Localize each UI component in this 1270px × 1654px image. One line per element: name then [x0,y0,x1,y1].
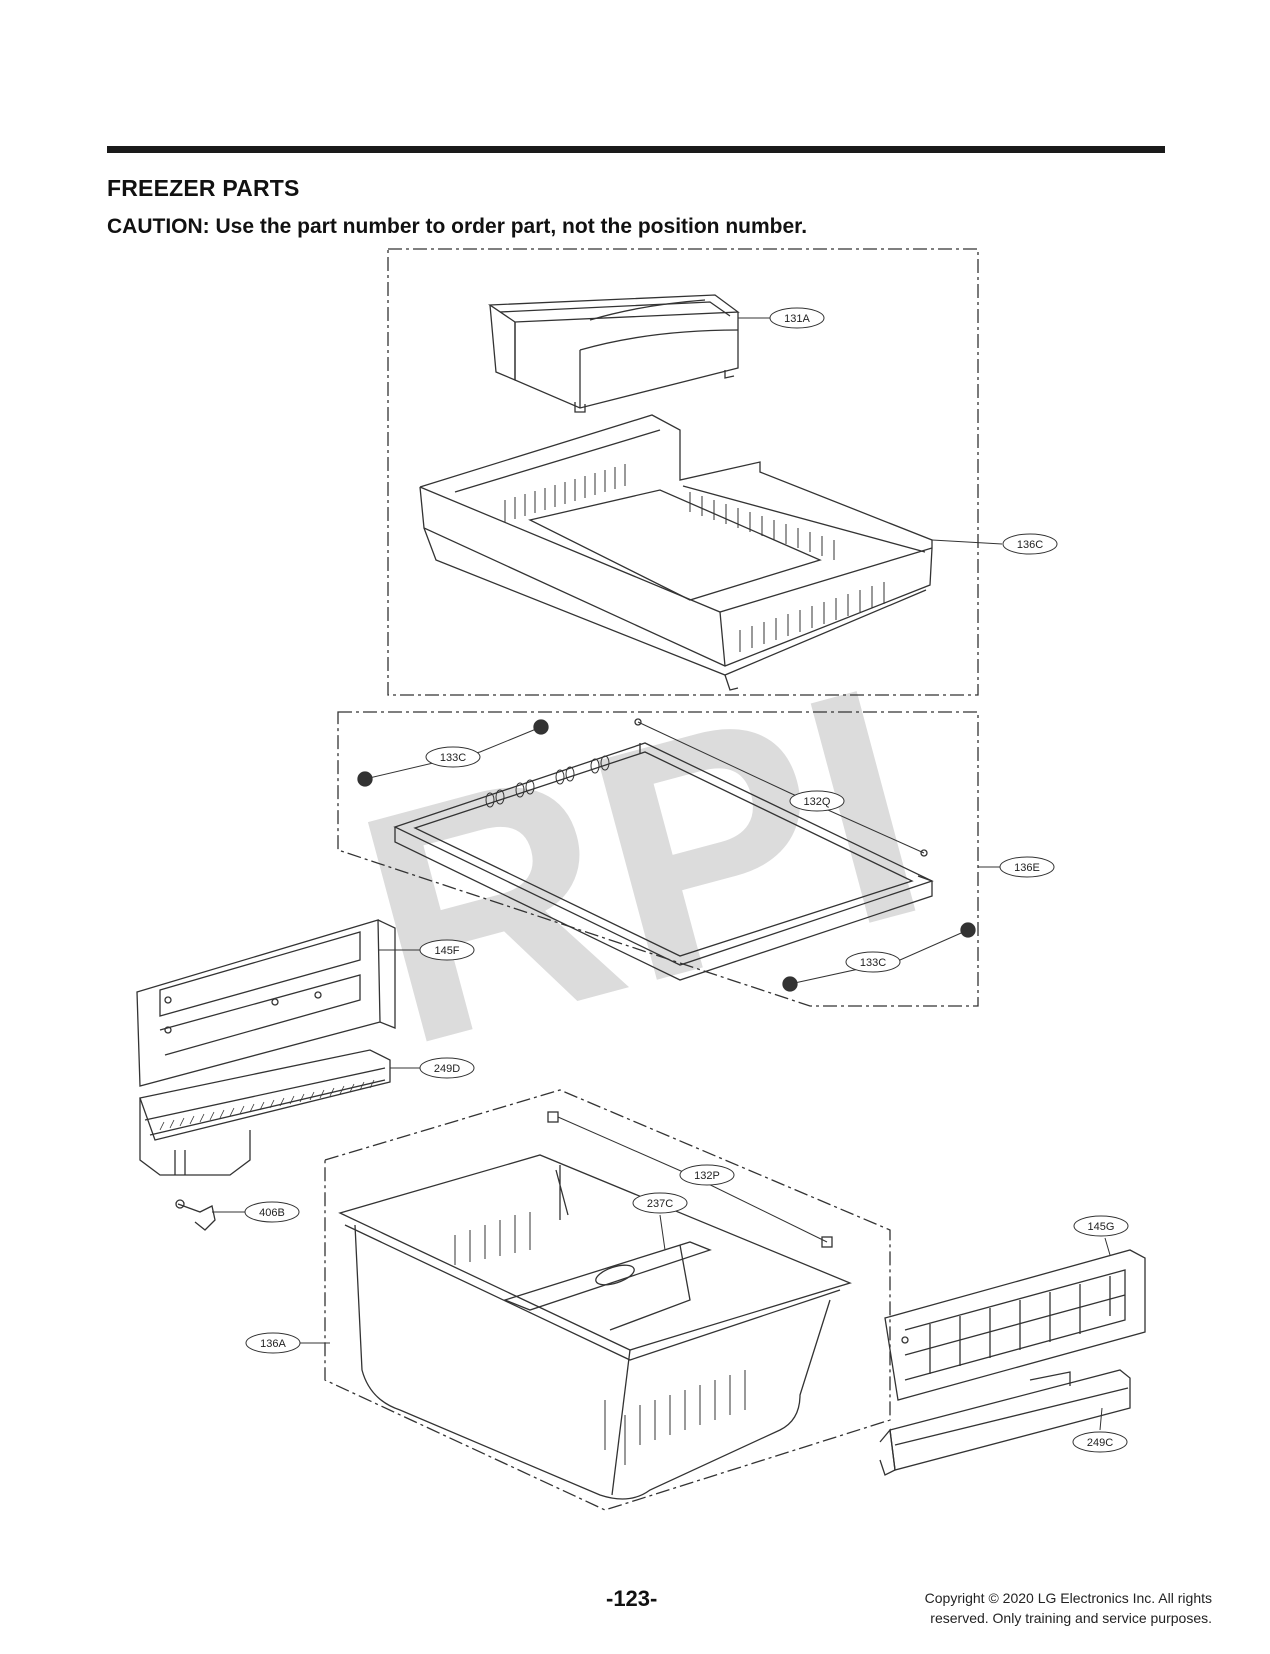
page-title: FREEZER PARTS [107,175,300,201]
callout-249C: 249C [1087,1437,1113,1449]
header-rule [107,146,1165,153]
callout-136A: 136A [260,1338,286,1350]
rail-bracket-145G [884,1249,1146,1401]
callout-237C: 237C [647,1198,673,1210]
section-boundary-upper-drawer [387,248,979,696]
slide-rail-249D [139,1049,391,1176]
callout-145G: 145G [1088,1221,1115,1233]
section-boundary-lower-basket [324,1089,891,1511]
callout-406B: 406B [259,1207,285,1219]
ice-bin-131A [488,294,740,413]
callout-133C-bottom: 133C [860,957,886,969]
watermark: RPI [328,616,955,1115]
screw-132Q [634,718,928,857]
callout-133C-top: 133C [440,752,466,764]
callout-136E: 136E [1014,862,1040,874]
copyright-notice: Copyright © 2020 LG Electronics Inc. All… [800,1588,1212,1628]
callout-249D: 249D [434,1063,460,1075]
tray-frame-136E [393,742,934,981]
callout-145F: 145F [434,945,459,957]
upper-drawer-136C [419,414,933,691]
callout-132P: 132P [694,1170,720,1182]
callout-131A: 131A [784,313,810,325]
callout-136C: 136C [1017,539,1043,551]
clip-406B [175,1199,216,1231]
section-boundary-tray [337,711,979,1007]
rail-bracket-145F [136,919,396,1087]
copyright-line-2: reserved. Only training and service purp… [930,1610,1212,1626]
lower-basket-136A [338,1154,852,1500]
slide-rail-249C [879,1369,1131,1476]
callout-bubbles [244,307,1129,1453]
callout-132Q: 132Q [804,796,831,808]
page-number: -123- [606,1586,658,1611]
copyright-line-1: Copyright © 2020 LG Electronics Inc. All… [924,1590,1212,1606]
caution-note: CAUTION: Use the part number to order pa… [107,215,808,238]
